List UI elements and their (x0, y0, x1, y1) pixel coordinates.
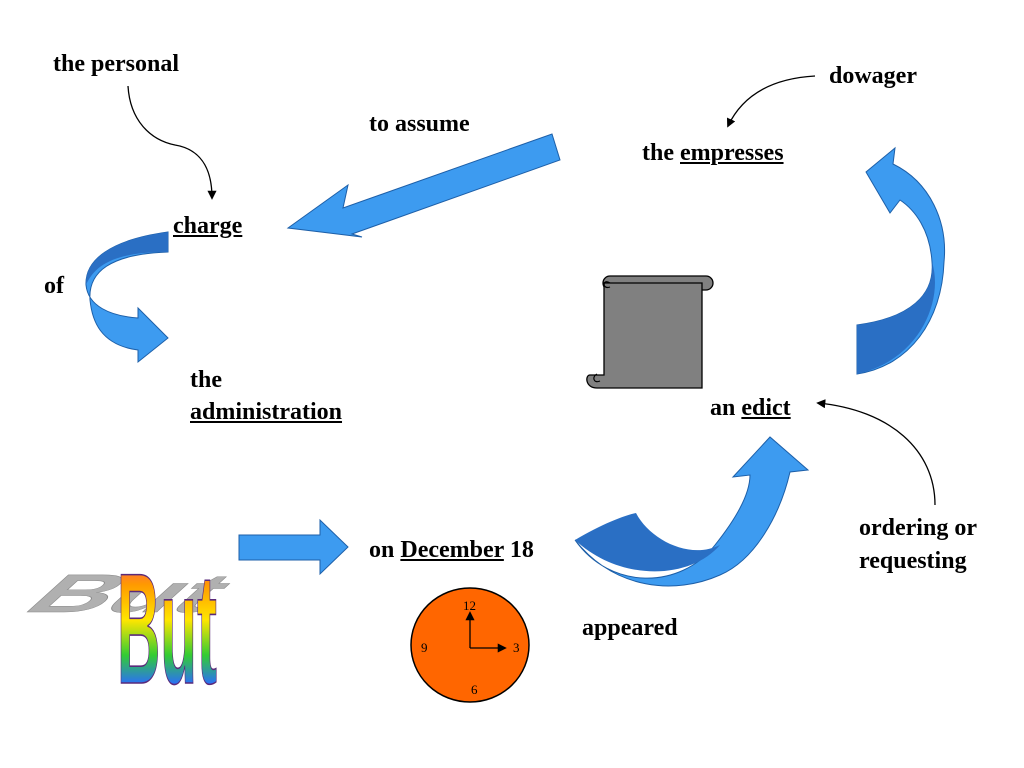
clock-numeral-12: 12 (463, 598, 476, 613)
label-charge: charge (173, 213, 243, 239)
label-ordering-or: ordering or (859, 515, 977, 541)
connector-dowager-to-empresses (726, 75, 816, 128)
scroll-icon (586, 275, 714, 389)
arrow-but-to-december (238, 518, 349, 576)
label-to-assume: to assume (369, 111, 470, 137)
curved-arrow-december-to-edict (574, 436, 810, 587)
label-an-edict: an edict (710, 394, 791, 422)
clock-icon: 12 3 6 9 (410, 587, 530, 703)
curved-arrow-right-shade (857, 262, 935, 374)
connector-personal-to-charge (127, 85, 217, 200)
connector-ordering-to-edict (816, 399, 936, 506)
clock-numeral-6: 6 (471, 682, 478, 697)
label-appeared: appeared (582, 615, 678, 641)
clock-numeral-9: 9 (421, 640, 428, 655)
label-empresses: empresses (680, 140, 784, 166)
label-administration: administration (190, 399, 343, 425)
label-december: December (400, 537, 504, 563)
curved-arrow-shade (85, 232, 168, 285)
label-requesting: requesting (859, 548, 967, 574)
wordart-but-text: But (117, 541, 217, 717)
clock-numeral-3: 3 (513, 640, 520, 655)
wordart-but: But But (6, 540, 253, 718)
label-dowager: dowager (829, 63, 917, 89)
label-of: of (44, 273, 64, 299)
label-on: on (369, 537, 395, 563)
label-an: an (710, 395, 736, 421)
label-the-personal: the personal (53, 51, 179, 77)
label-the-empresses: the empresses (642, 139, 784, 167)
label-the-empresses-prefix: the (642, 140, 674, 166)
curved-arrow-bottom-shade (575, 513, 720, 572)
label-edict: edict (741, 395, 791, 421)
arrow-assume-to-charge (286, 133, 561, 238)
label-day: 18 (509, 537, 534, 563)
label-on-december-18: on December 18 (369, 536, 534, 564)
label-the: the (190, 367, 222, 393)
